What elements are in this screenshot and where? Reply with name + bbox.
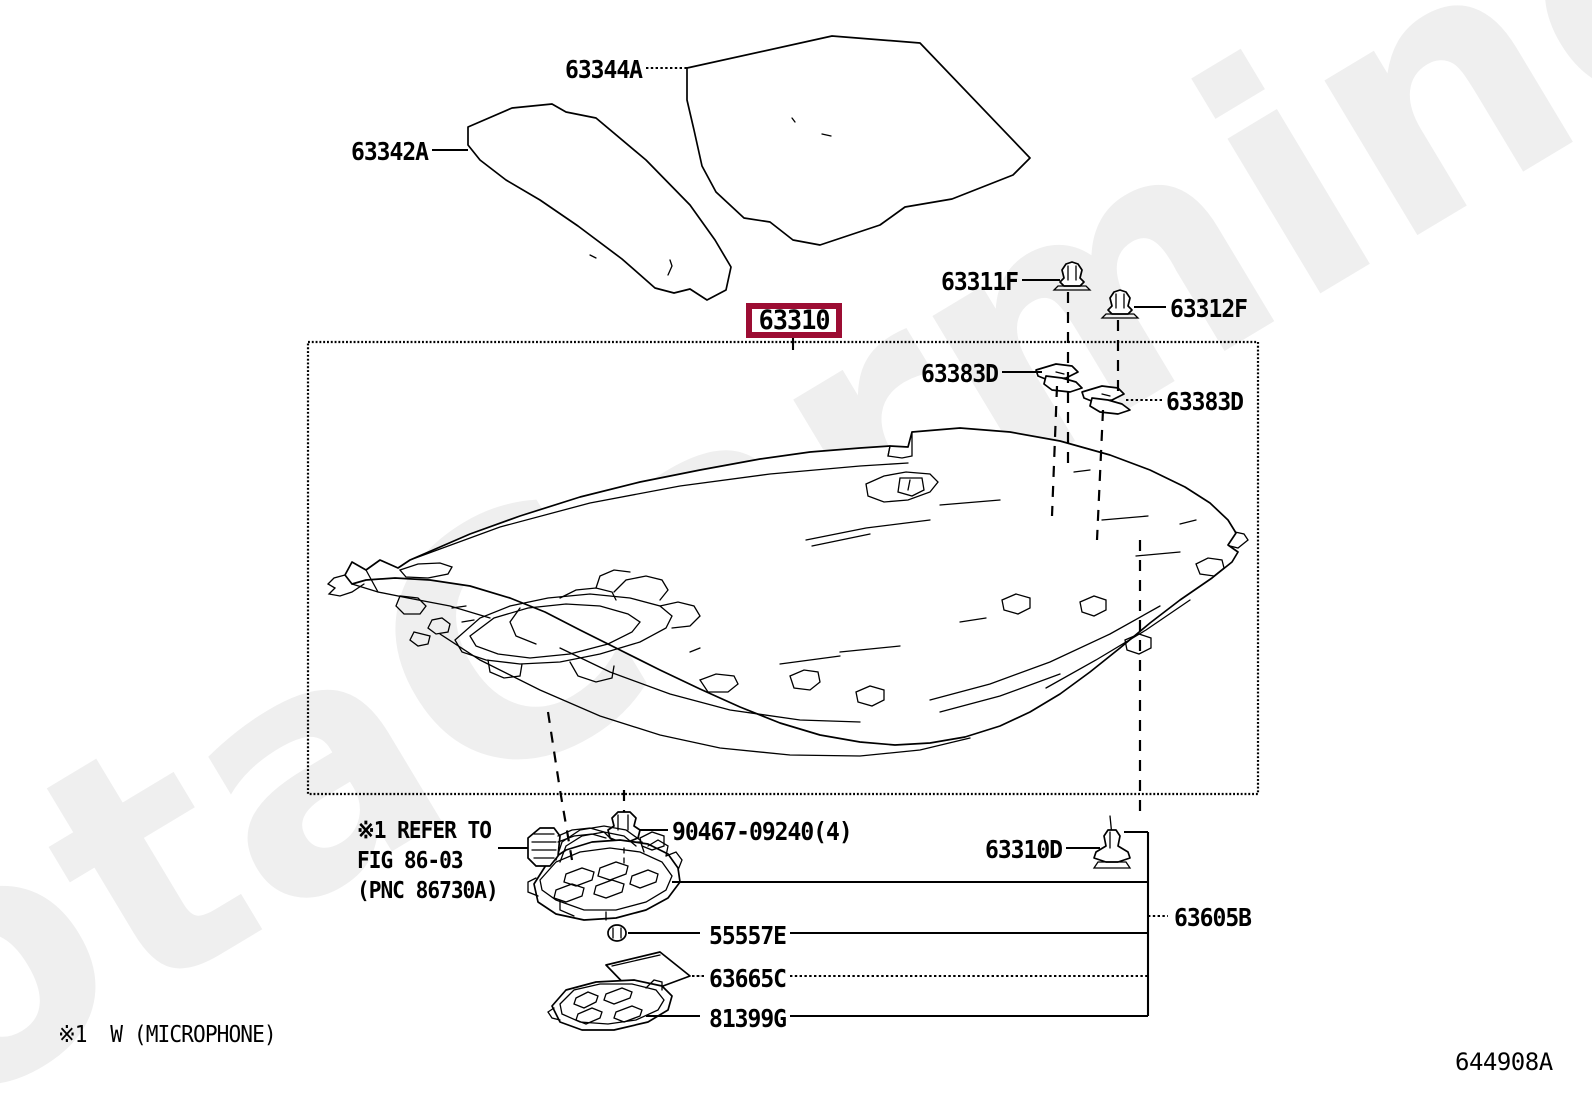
part-81399G-shape xyxy=(547,979,673,1031)
label-81399G: 81399G xyxy=(708,1004,787,1033)
clip-63383D-left-shape xyxy=(1035,363,1083,393)
footnote-microphone: ※1 W (MICROPHONE) xyxy=(58,1022,277,1048)
label-55557E: 55557E xyxy=(708,921,787,950)
part-55557E-shape xyxy=(607,924,627,942)
part-63605B-shape xyxy=(527,825,683,921)
label-90467-09240: 90467-09240(4) xyxy=(672,817,853,846)
dash-63383D-right xyxy=(1095,409,1105,541)
label-63312F: 63312F xyxy=(1170,294,1248,323)
part-63344A-shape xyxy=(686,35,1031,246)
highlighted-part-label: 63310 xyxy=(758,305,831,336)
label-63311F: 63311F xyxy=(940,267,1019,296)
dash-microphone xyxy=(546,711,574,861)
clip-63312F-shape xyxy=(1100,289,1140,319)
label-63383D-right: 63383D xyxy=(1166,387,1244,416)
clip-63311F-shape xyxy=(1052,261,1092,291)
clip-63310D-shape xyxy=(1092,815,1132,869)
clip-63383D-right-shape xyxy=(1081,385,1131,415)
headliner-outline xyxy=(344,427,1239,746)
highlighted-part-63310[interactable]: 63310 xyxy=(746,303,842,338)
note-refer-line3: (PNC 86730A) xyxy=(357,878,499,904)
label-63310D: 63310D xyxy=(984,835,1063,864)
dash-63383D-left xyxy=(1050,385,1059,517)
figure-number: 644908A xyxy=(1455,1048,1553,1076)
bracket-63605B xyxy=(1124,830,1168,1016)
label-63605B: 63605B xyxy=(1174,903,1252,932)
headliner-bounding-box xyxy=(306,340,1260,796)
label-63383D-left: 63383D xyxy=(920,359,999,388)
label-63344A: 63344A xyxy=(564,55,643,84)
note-refer-line2: FIG 86-03 xyxy=(357,848,464,874)
note-refer-line1: ※1 REFER TO xyxy=(357,818,492,844)
label-63342A: 63342A xyxy=(350,137,429,166)
part-63342A-shape xyxy=(467,103,732,301)
label-63665C: 63665C xyxy=(708,964,787,993)
